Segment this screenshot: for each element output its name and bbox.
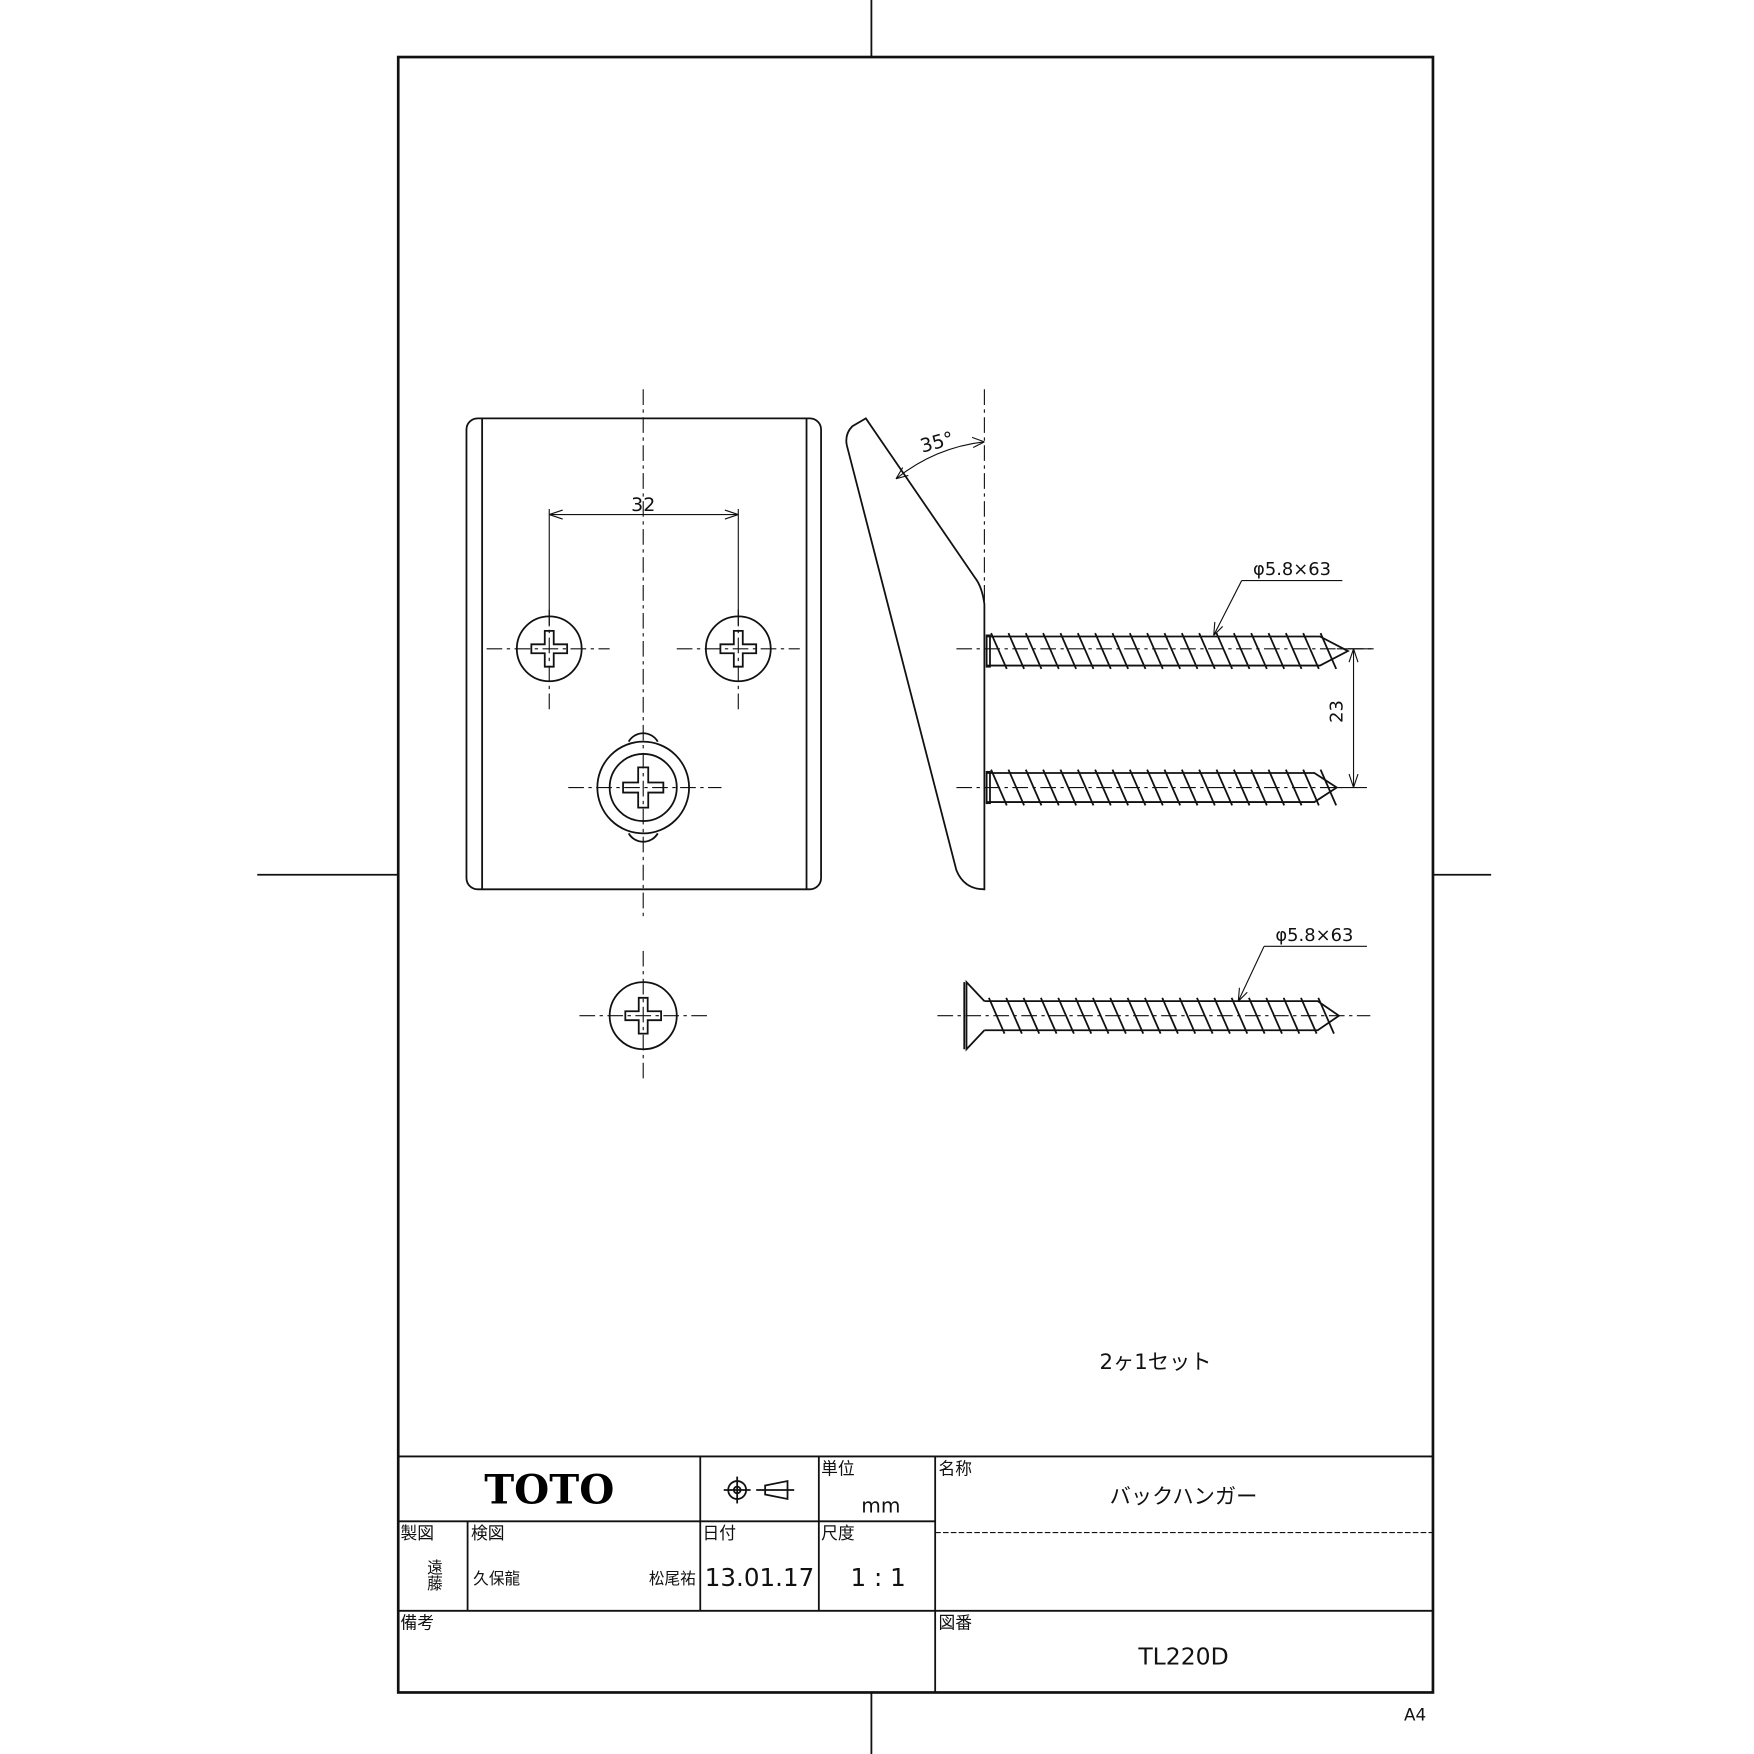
screw-spec-1-label: φ5.8×63 [1253,559,1331,580]
screw-head [704,615,772,683]
drawing-number-label: 図番 [939,1613,973,1633]
set-note: 2ヶ1セット [1100,1350,1212,1375]
title-block: TOTO 単位 mm 名称 バックハンガー 製図 遠藤 検図 久保龍 松尾祐 日… [398,1455,1433,1724]
screw-spacing-dimension: 23 [1326,648,1374,789]
checker-stamp-2: 松尾祐 [649,1569,696,1588]
crop-marks [257,0,1492,1754]
dim-23-label: 23 [1326,700,1347,723]
screw-spec-callout-2: φ5.8×63 [1237,925,1367,1002]
keyhole-screw [596,732,690,843]
date-value: 13.01.17 [705,1563,815,1592]
drafter-label: 製図 [400,1523,434,1543]
scale-label: 尺度 [821,1523,855,1543]
part-name: バックハンガー [1110,1484,1258,1509]
drawing-frame [396,55,1435,1694]
drawing-number: TL220D [1137,1643,1228,1671]
remarks-label: 備考 [400,1613,434,1633]
phillips-cross-icon [719,630,758,668]
hole-spacing-dimension: 32 [548,494,739,627]
unit-label: 単位 [821,1458,855,1478]
angle-35-label: 35° [918,428,956,458]
wood-screw [985,632,1350,670]
drafter-name: 遠藤 [425,1559,444,1592]
screw-head [515,615,583,683]
unit-value: mm [861,1493,900,1517]
phillips-cross-icon [622,766,665,809]
phillips-cross-icon [530,630,569,668]
checker-stamp-1: 久保龍 [473,1569,520,1588]
front-view-plate [465,389,822,918]
name-label: 名称 [939,1458,973,1478]
checker-label: 検図 [471,1523,505,1543]
scale-value: 1 : 1 [851,1563,906,1592]
date-label: 日付 [702,1523,736,1543]
toto-logo: TOTO [484,1466,614,1513]
screw-spec-callout-1: φ5.8×63 [1213,559,1343,636]
dim-32-label: 32 [631,494,655,516]
side-view-hanger: 35° [845,389,986,891]
third-angle-projection-icon [723,1476,795,1504]
screw-spec-2-label: φ5.8×63 [1275,925,1353,946]
paper-size: A4 [1404,1704,1426,1724]
phillips-cross-icon [624,996,663,1035]
